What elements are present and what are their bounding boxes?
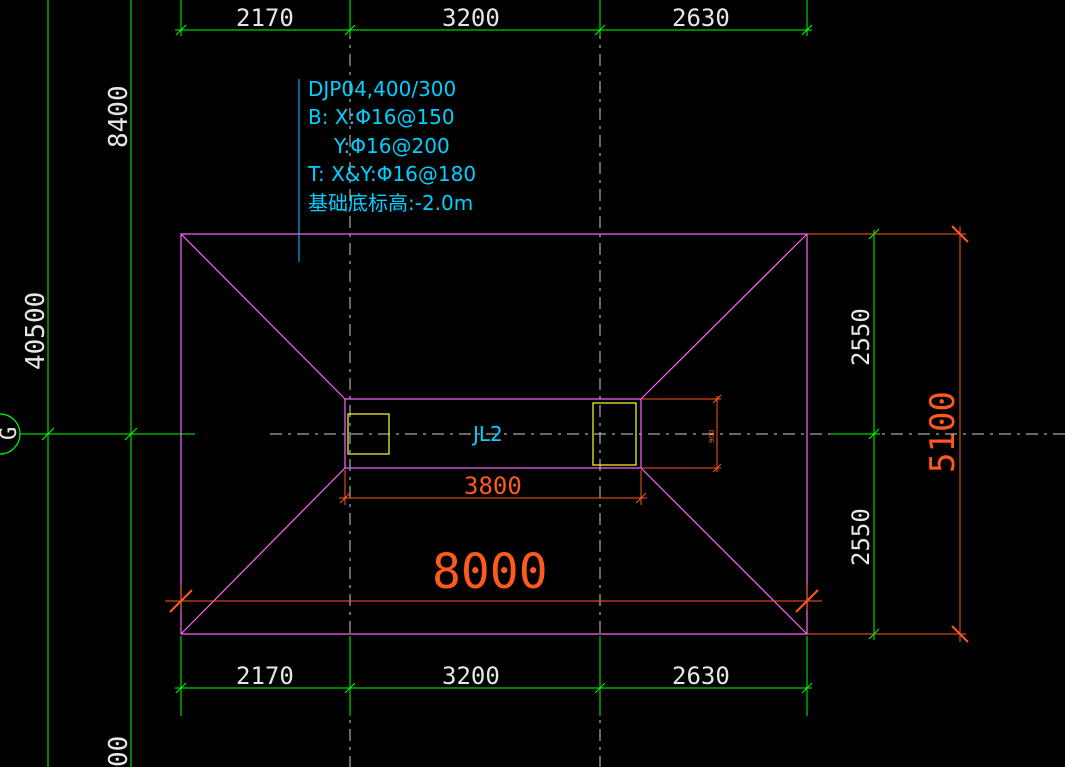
column-outlines: [347, 402, 637, 466]
right-dim-upper: 2550: [847, 308, 875, 366]
axis-bubble-label: G: [0, 427, 22, 440]
annotation-line-1: DJP04,400/300: [308, 77, 456, 101]
annotation-line-3: Y:Φ16@200: [333, 134, 450, 158]
beam-height-dimension: [641, 394, 722, 473]
column-left: [347, 413, 390, 455]
right-dim-lower: 2550: [847, 508, 875, 566]
overall-width-dimension: [165, 585, 822, 613]
left-dim-00: 00: [104, 736, 134, 767]
footing-outline: [180, 233, 808, 635]
annotation-line-4: T: X&Y:Φ16@180: [307, 162, 476, 186]
annotation-line-2: B: X:Φ16@150: [308, 105, 455, 129]
beam-length-dimension: [339, 470, 647, 505]
column-right: [592, 402, 637, 466]
top-dimension-chain: [175, 0, 813, 36]
top-dim-2: 3200: [442, 4, 500, 32]
bottom-dim-2: 3200: [442, 662, 500, 690]
left-dimension-lines: [20, 0, 195, 767]
bottom-dim-1: 2170: [236, 662, 294, 690]
beam-label: JL2: [471, 422, 503, 446]
overall-width-text: 8000: [432, 544, 548, 600]
top-dim-3: 2630: [672, 4, 730, 32]
left-dim-40500: 40500: [21, 292, 51, 370]
right-dim-total: 5100: [923, 391, 963, 473]
bottom-dim-3: 2630: [672, 662, 730, 690]
annotation-line-5: 基础底标高:-2.0m: [308, 191, 473, 215]
bottom-dimension-chain: [175, 636, 813, 716]
top-dim-1: 2170: [236, 4, 294, 32]
right-overall-dimension: [807, 225, 969, 643]
beam-length-text: 3800: [464, 472, 522, 500]
left-dim-8400: 8400: [104, 85, 134, 148]
axis-bubble-circle: [0, 413, 21, 455]
beam-height-text: 900: [708, 430, 716, 443]
